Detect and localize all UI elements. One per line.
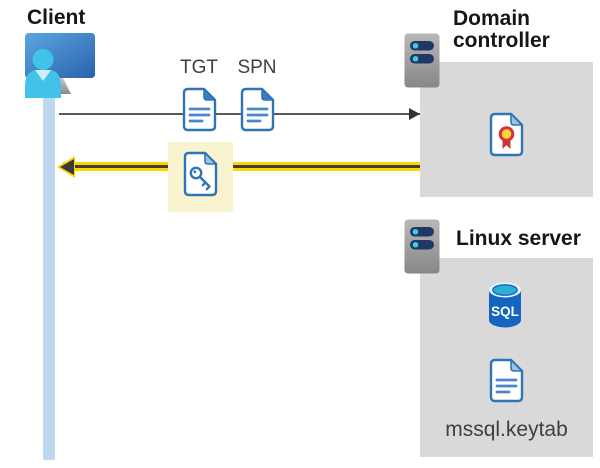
keytab-document-icon xyxy=(488,357,525,404)
spn-label: SPN xyxy=(237,57,277,78)
spn-document-icon xyxy=(239,86,276,133)
key-document-icon xyxy=(182,150,219,198)
client-title: Client xyxy=(27,6,86,29)
sql-text: SQL xyxy=(491,304,519,319)
response-arrow-head xyxy=(60,158,74,175)
sql-database-icon: SQL xyxy=(487,282,523,328)
domain-controller-title: Domain controller xyxy=(453,7,550,52)
linux-server-icon xyxy=(404,219,440,274)
tgt-label: TGT xyxy=(180,57,218,78)
request-arrow-head xyxy=(409,108,420,120)
request-arrow-line xyxy=(59,113,420,115)
client-lifeline-bar xyxy=(43,94,55,460)
certificate-icon xyxy=(488,111,525,158)
response-arrow-line xyxy=(63,165,420,168)
tgt-document-icon xyxy=(181,86,218,133)
linux-server-title: Linux server xyxy=(456,227,581,250)
domain-controller-server-icon xyxy=(404,33,440,88)
keytab-filename-label: mssql.keytab xyxy=(445,418,568,441)
client-computer-user-icon xyxy=(20,30,100,98)
